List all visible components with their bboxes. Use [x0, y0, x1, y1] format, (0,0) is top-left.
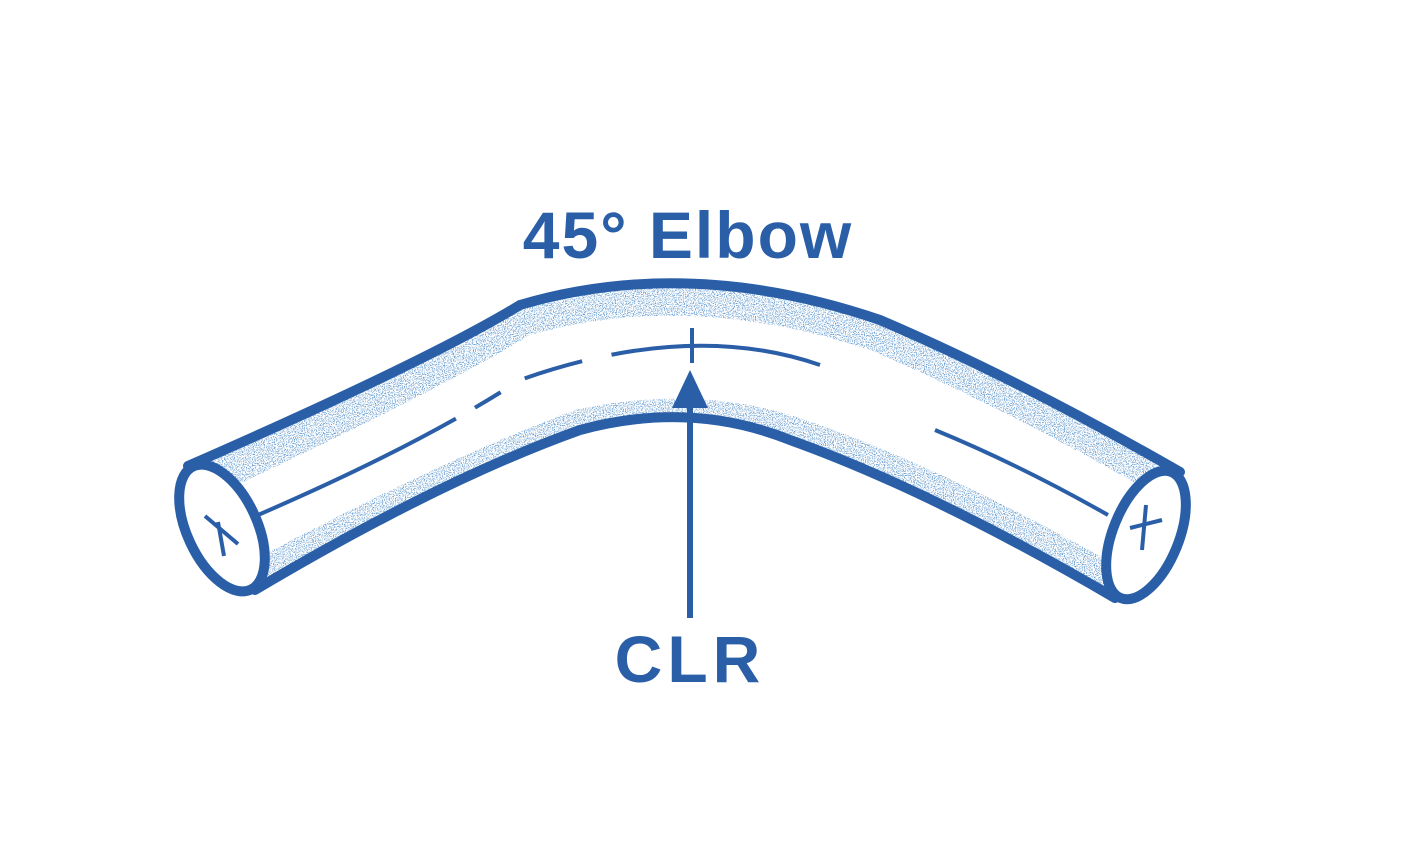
left-end-cross-mark — [203, 514, 240, 557]
diagram-title: 45° Elbow — [523, 198, 853, 272]
centerline — [257, 343, 821, 517]
pipe-outer-edge — [183, 278, 1185, 477]
clr-label: CLR — [615, 622, 766, 696]
centerline-right — [934, 428, 1109, 517]
clr-arrow-head — [672, 370, 708, 408]
right-pipe-end — [1101, 465, 1191, 605]
left-pipe-end — [174, 459, 270, 597]
right-end-cross-mark — [1129, 504, 1163, 551]
